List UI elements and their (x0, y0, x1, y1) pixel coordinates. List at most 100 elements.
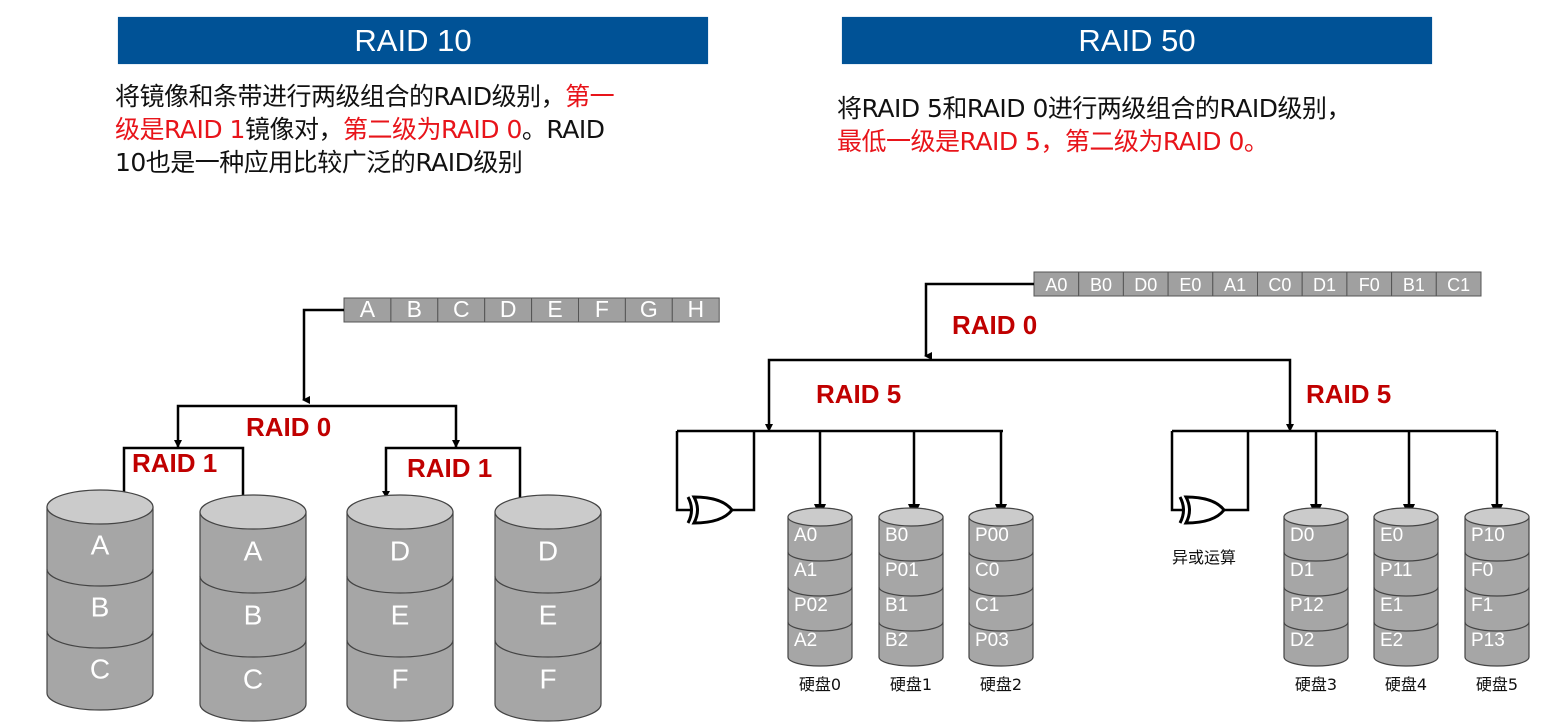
strip-cell (1301, 271, 1348, 297)
disk-top (46, 489, 154, 525)
arrow-head (765, 424, 773, 432)
disk-separator (46, 630, 154, 649)
disk-body (1464, 516, 1530, 667)
input-arrow (924, 282, 1034, 360)
disk-top (1464, 507, 1530, 527)
disk-separator (199, 575, 307, 594)
disk-block-label: F0 (1471, 560, 1493, 581)
disk-separator (346, 575, 454, 594)
strip-cell-label: G (640, 296, 658, 322)
xor-gate-body (691, 495, 734, 525)
raid50-title-banner: RAID 50 (842, 17, 1432, 64)
strip-cell (1078, 271, 1124, 297)
disk-body (46, 506, 154, 711)
disk-name-label: 硬盘3 (1295, 675, 1337, 694)
raid0-bracket (767, 358, 1292, 428)
xor-loop-line (1224, 431, 1250, 512)
strip-cell-label: B1 (1403, 275, 1425, 295)
disk-block-label: E2 (1380, 630, 1403, 651)
raid0-label: RAID 0 (246, 412, 331, 442)
disk-top (787, 507, 853, 527)
disk-separator (787, 621, 853, 632)
desc-text: 。RAID (521, 115, 605, 144)
disk-block-label: A (244, 536, 263, 567)
raid1-label: RAID 1 (407, 453, 492, 483)
disk-block-label: P10 (1471, 525, 1505, 546)
xor-gate-icon (1178, 495, 1226, 525)
disk-block-label: C0 (975, 560, 999, 581)
disk-block-label: A0 (794, 525, 817, 546)
strip-cell (1391, 271, 1437, 297)
strip-cell-label: H (687, 296, 704, 322)
arrow-head (452, 440, 460, 448)
raid1-bracket (384, 446, 522, 498)
raid10-disk-1: A B C (199, 494, 307, 722)
disk-name-label: 硬盘2 (980, 675, 1022, 694)
raid1-label: RAID 1 (132, 448, 217, 478)
desc-highlight: 级是RAID 1 (115, 115, 245, 144)
strip-cell-label: D (500, 296, 517, 322)
disk-block-label: B (244, 600, 263, 631)
disk-separator (787, 586, 853, 597)
desc-text: 镜像对， (244, 115, 344, 144)
disk-separator (878, 551, 944, 562)
xor-gate-body (1183, 495, 1226, 525)
strip-cell-label: A0 (1045, 275, 1067, 295)
disk-block-label: D (390, 536, 410, 567)
disk-top (346, 494, 454, 530)
raid5-label: RAID 5 (816, 379, 901, 409)
desc-text: 10也是一种应用比较广泛的RAID级别 (115, 148, 523, 177)
disk-block-label: C (243, 664, 263, 695)
disk-block-label: B (91, 592, 110, 623)
raid10-disk-0: ABC (46, 489, 154, 711)
strip-cell-label: C1 (1447, 275, 1470, 295)
strip-cell (671, 297, 720, 323)
xor-loop-line (732, 431, 756, 512)
disk-separator (787, 551, 853, 562)
disk-block-label: B2 (885, 630, 908, 651)
disk-separator (968, 551, 1034, 562)
raid10-title-banner: RAID 10 (118, 17, 708, 64)
disk-separator (1283, 551, 1349, 562)
disk-block-label: F (539, 664, 556, 695)
disk-block-label: A1 (794, 560, 817, 581)
desc-text: 将RAID 5和RAID 0进行两级组合的RAID级别， (837, 94, 1351, 123)
arrow-head (1286, 424, 1294, 432)
disk-separator (1373, 551, 1439, 562)
raid10-description: 将镜像和条带进行两级组合的RAID级别，第一 级是RAID 1镜像对，第二级为R… (115, 80, 755, 179)
disk-name-label: 硬盘5 (1476, 675, 1518, 694)
xor-loop-line (1170, 431, 1182, 512)
disk-body (968, 516, 1034, 667)
disk-separator (1464, 551, 1530, 562)
disk-block-label: E (391, 600, 410, 631)
strip-cell-label: B0 (1090, 275, 1112, 295)
strip-cell-label: B (407, 296, 422, 322)
disk-block-label: B1 (885, 595, 908, 616)
desc-text: 将镜像和条带进行两级组合的RAID级别， (115, 82, 566, 111)
disk-name-label: 硬盘1 (890, 675, 932, 694)
disk-block-label: A2 (794, 630, 817, 651)
disk-block-label: P00 (975, 525, 1009, 546)
xor-operation-label: 异或运算 (1172, 548, 1236, 567)
disk-top (199, 494, 307, 530)
disk-body (199, 511, 307, 722)
arrow-head (382, 491, 390, 498)
disk-block-label: C (90, 654, 110, 685)
strip-cell (437, 297, 486, 323)
strip-cell-label: E (547, 296, 562, 322)
raid50-description: 将RAID 5和RAID 0进行两级组合的RAID级别， 最低一级是RAID 5… (837, 92, 1517, 158)
disk-separator (1464, 621, 1530, 632)
strip-cell-label: C (453, 296, 470, 322)
disk-separator (494, 575, 602, 594)
disk-separator (968, 586, 1034, 597)
strip-cell (484, 297, 533, 323)
disk-block-label: P03 (975, 630, 1009, 651)
disk-top (494, 494, 602, 530)
disk-block-label: D2 (1290, 630, 1314, 651)
